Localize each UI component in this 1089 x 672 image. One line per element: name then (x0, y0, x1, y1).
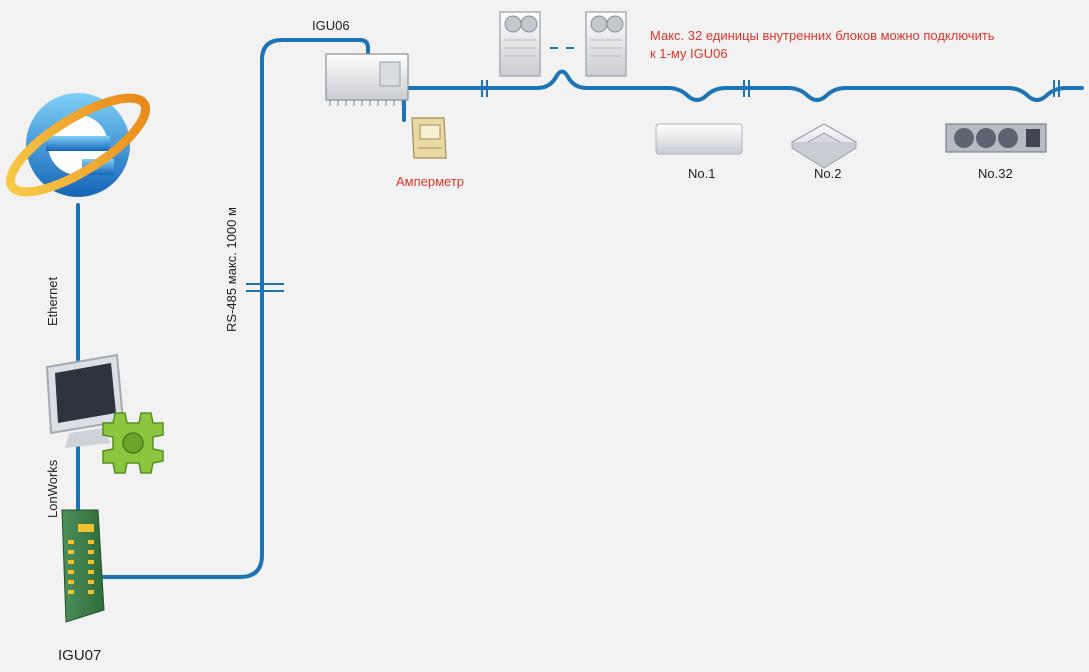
ammeter-icon (411, 117, 447, 159)
ducted-ac-icon (945, 123, 1047, 153)
rs485-label: RS-485 макс. 1000 м (224, 207, 239, 332)
computer-monitor-gear-icon (45, 353, 164, 474)
gear-icon (102, 412, 164, 474)
vrf-outdoor-unit-icon (499, 11, 541, 77)
igu07-label: IGU07 (58, 647, 101, 664)
gateway-box-icon (325, 53, 409, 106)
green-din-module-icon (61, 509, 105, 623)
wall-mounted-ac-icon (655, 123, 743, 155)
unit-2-label: No.2 (814, 166, 841, 181)
cassette-ac-icon (790, 123, 858, 169)
indoor-bus-wire (406, 69, 1084, 102)
note-line-2: к 1-му IGU06 (650, 46, 728, 61)
unit-32-label: No.32 (978, 166, 1013, 181)
unit-1-label: No.1 (688, 166, 715, 181)
vrf-outdoor-unit-icon (585, 11, 627, 77)
rs485-wire (100, 38, 370, 579)
wires (76, 38, 1084, 579)
igu06-label: IGU06 (312, 18, 350, 33)
break-markers (246, 80, 1060, 292)
ethernet-label: Ethernet (45, 276, 60, 326)
internet-explorer-icon (5, 93, 151, 197)
note-line-1: Макс. 32 единицы внутренних блоков можно… (650, 28, 995, 43)
lonworks-label: LonWorks (45, 459, 60, 518)
ammeter-label: Амперметр (396, 174, 464, 189)
